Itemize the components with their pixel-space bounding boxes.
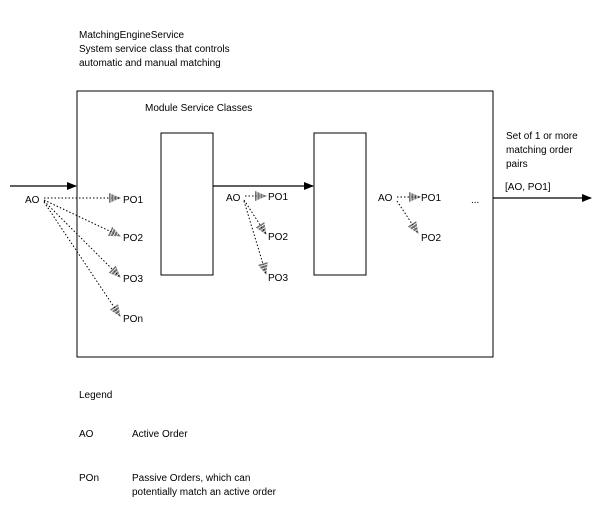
output-line-2: matching order [506, 145, 573, 156]
right-arrow-po2 [396, 200, 419, 234]
module-label: Module Service Classes [145, 103, 252, 114]
left-arrow-po2 [43, 199, 121, 237]
right-po1-label: PO1 [421, 193, 441, 204]
left-po1-label: PO1 [123, 195, 143, 206]
output-line-1: Set of 1 or more [506, 131, 578, 142]
right-ellipsis: ... [471, 195, 479, 206]
middle-po3-label: PO3 [268, 273, 288, 284]
service-box [76, 90, 494, 358]
output-pair: [AO, PO1] [505, 182, 551, 193]
header-line-1: MatchingEngineService [79, 30, 184, 41]
legend-pon-desc-line-1: Passive Orders, which can [132, 473, 250, 484]
middle-ao-label: AO [226, 193, 241, 204]
right-ao-label: AO [378, 193, 393, 204]
legend-pon-desc-line-2: potentially match an active order [132, 487, 277, 498]
middle-arrow-po3 [243, 200, 268, 275]
legend-title: Legend [79, 390, 112, 401]
legend-pon-term: POn [79, 473, 99, 484]
left-ao-label: AO [25, 195, 40, 206]
left-arrow-po3 [43, 200, 121, 278]
module-box-1 [160, 132, 214, 276]
header-line-2: System service class that controls [79, 44, 230, 55]
header-line-3: automatic and manual matching [79, 58, 221, 69]
right-po2-label: PO2 [421, 233, 441, 244]
left-arrow-pon [43, 201, 121, 317]
legend-ao-term: AO [79, 429, 94, 440]
middle-arrow-po2 [243, 199, 267, 235]
left-po2-label: PO2 [123, 233, 143, 244]
module-box-2 [313, 132, 367, 276]
left-pon-label: POn [123, 314, 143, 325]
middle-po1-label: PO1 [268, 192, 288, 203]
output-line-3: pairs [506, 159, 528, 170]
legend-ao-desc: Active Order [132, 429, 188, 440]
left-po3-label: PO3 [123, 274, 143, 285]
middle-po2-label: PO2 [268, 232, 288, 243]
